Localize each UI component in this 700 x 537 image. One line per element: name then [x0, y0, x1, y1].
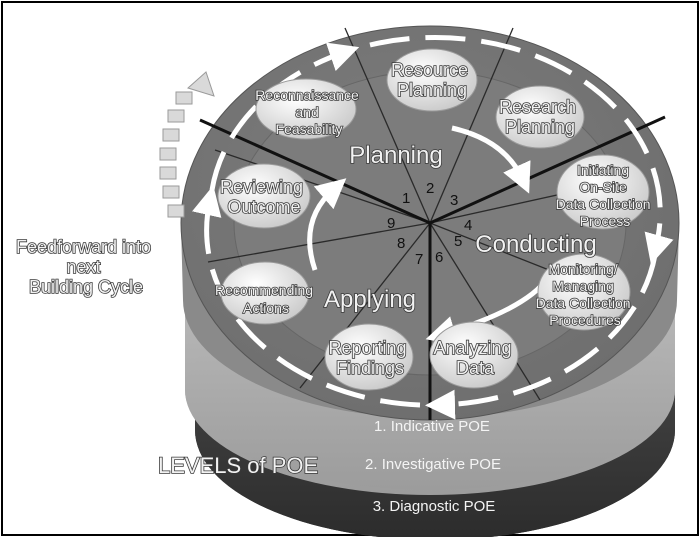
step-numbers: 1 2 3 4 5 6 7 8 9	[387, 180, 472, 268]
phase-label-conducting: Conducting	[475, 231, 596, 258]
step-label-monitoring: Monitoring/ Managing Data Collection Pro…	[536, 261, 635, 328]
step-number-6: 6	[435, 249, 443, 266]
phase-label-planning: Planning	[349, 142, 442, 169]
step-label-resource-planning: Resource Planning	[391, 60, 473, 100]
outer-cycle-arrows	[192, 35, 674, 420]
step-number-1: 1	[402, 190, 410, 207]
levels-title: LEVELS of POE	[158, 453, 318, 478]
step-bubbles	[217, 48, 650, 391]
step-number-4: 4	[464, 217, 472, 234]
step-number-8: 8	[397, 235, 405, 252]
level-2-label: 2. Investigative POE	[365, 456, 501, 473]
step-number-5: 5	[454, 233, 462, 250]
step-number-7: 7	[415, 251, 423, 268]
level-1-label: 1. Indicative POE	[374, 418, 490, 435]
step-number-2: 2	[426, 180, 434, 197]
step-label-reconnaissance: Reconnaissance and Feasability	[255, 87, 362, 137]
feedforward-arrow	[159, 71, 215, 218]
step-number-9: 9	[387, 215, 395, 232]
step-label-reporting-findings: Reporting Findings	[328, 338, 411, 378]
step-label-analyzing-data: Analyzing Data	[433, 338, 516, 378]
feedforward-label: Feedforward into next Building Cycle	[16, 237, 156, 297]
level-3-label: 3. Diagnostic POE	[373, 498, 496, 515]
step-number-3: 3	[450, 192, 458, 209]
step-label-research-planning: Research Planning	[499, 97, 581, 137]
phase-label-applying: Applying	[324, 286, 416, 313]
step-label-initiating: Initiating On-Site Data Collection Proce…	[556, 162, 655, 229]
step-label-recommending: Recommending Actions	[215, 282, 317, 316]
step-label-reviewing-outcome: Reviewing Outcome	[220, 177, 308, 217]
